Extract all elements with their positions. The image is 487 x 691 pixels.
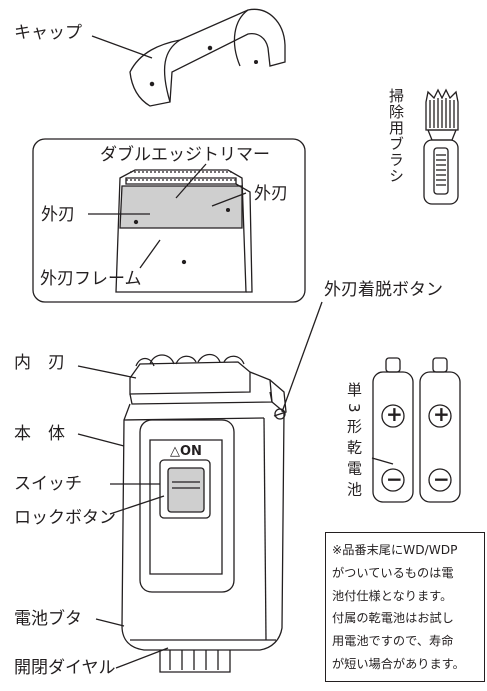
battery-left-minus-icon: − xyxy=(386,467,403,491)
leader-lines-main xyxy=(77,365,394,669)
battery-illustration-left xyxy=(372,357,414,503)
shaver-main-illustration xyxy=(121,353,287,673)
label-open-close-dial: 開閉ダイヤル xyxy=(14,658,116,678)
cleaning-brush-illustration xyxy=(423,88,459,205)
label-cleaning-brush: 掃除用ブラシ xyxy=(387,88,405,184)
note-line: 用電池ですので、寿命 xyxy=(332,634,454,649)
leader-lines-upper xyxy=(88,35,323,413)
label-switch: スイッチ xyxy=(14,474,82,494)
battery-illustration-right xyxy=(419,357,461,503)
note-line: が短い場合があります。 xyxy=(332,656,465,671)
label-lock-button: ロックボタン xyxy=(14,508,116,528)
battery-right-minus-icon: − xyxy=(433,467,450,491)
note-line: 付属の乾電池はお試し xyxy=(332,611,454,626)
label-battery-cover: 電池ブタ xyxy=(14,609,82,629)
label-outer-blade-right: 外刃 xyxy=(254,184,288,204)
label-outer-blade-left: 外刃 xyxy=(41,205,75,225)
label-double-edge-trimmer: ダブルエッジトリマー xyxy=(100,145,270,165)
wd-wdp-note-box: ※品番末尾にWD/WDP がついているものは電 池付仕様となります。 付属の乾電… xyxy=(325,532,485,682)
label-outer-blade-frame: 外刃フレーム xyxy=(40,269,142,289)
label-inner-blade: 内 刃 xyxy=(14,353,65,373)
label-battery: 単3形乾電池 xyxy=(345,382,363,503)
battery-left-plus-icon: + xyxy=(386,402,403,426)
battery-right-plus-icon: + xyxy=(433,402,450,426)
label-body: 本 体 xyxy=(14,424,65,444)
note-line: がついているものは電 xyxy=(332,565,454,580)
note-line: ※品番末尾にWD/WDP xyxy=(332,543,458,557)
label-outer-blade-release-button: 外刃着脱ボタン xyxy=(324,280,443,300)
note-line: 池付仕様となります。 xyxy=(332,588,453,603)
label-cap: キャップ xyxy=(14,23,82,43)
cap-illustration xyxy=(129,8,286,107)
switch-on-marking: △ON xyxy=(170,444,202,459)
